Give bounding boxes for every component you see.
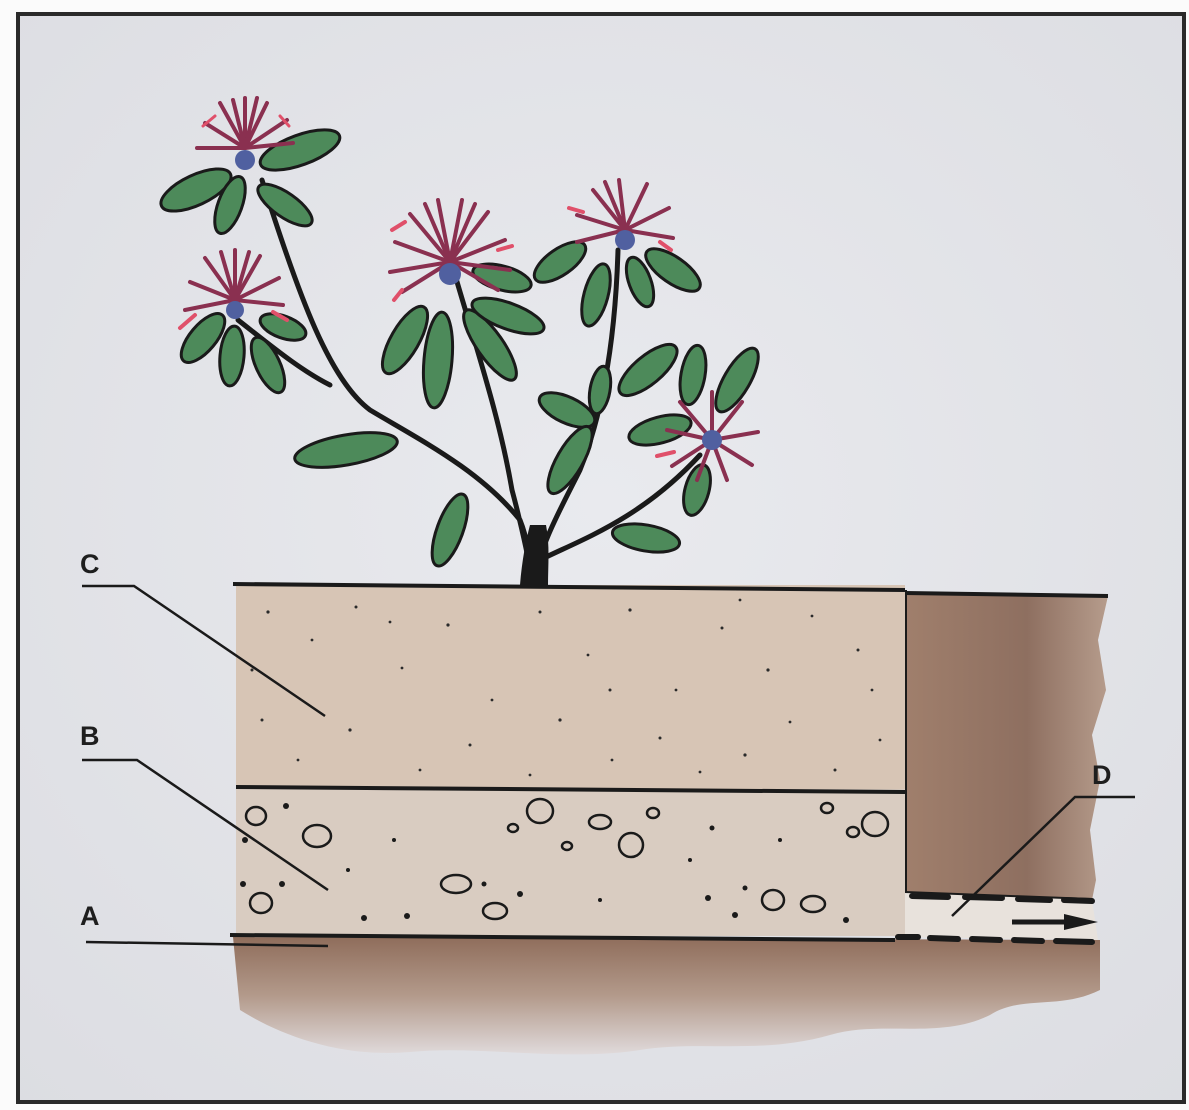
- topsoil-shading: [236, 585, 905, 789]
- label-b: B: [80, 721, 100, 751]
- label-c: C: [80, 549, 100, 579]
- label-d: D: [1092, 760, 1112, 790]
- label-a: A: [80, 901, 100, 931]
- gravel-layer-b: [236, 789, 905, 936]
- undisturbed-soil-right: [905, 592, 1108, 900]
